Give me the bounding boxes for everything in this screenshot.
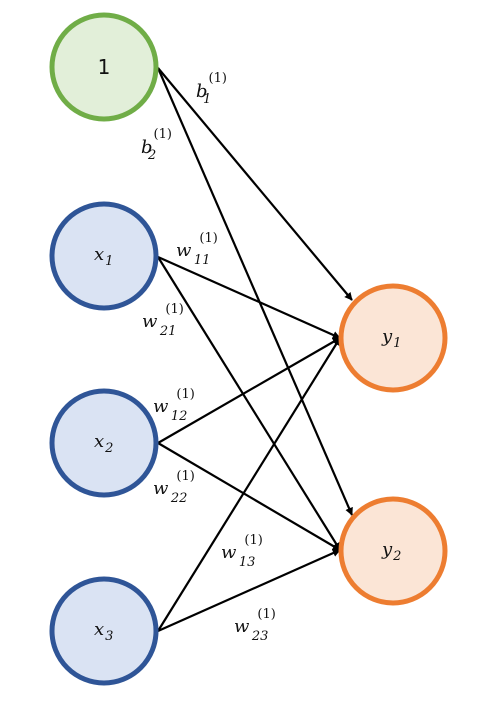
w22-sup: (1) [176,469,194,484]
x1-label: x1 [94,244,113,269]
input-node-x2: x2 [49,388,159,498]
b2-sub: 2 [147,148,156,163]
x1-sub: 1 [105,254,113,269]
input-node-x3: x3 [49,576,159,686]
x3-border [49,576,159,686]
w13-sub: 13 [239,555,256,570]
input-node-x1: x1 [49,201,159,311]
connections [156,67,354,633]
w13-main: w [221,542,237,563]
b2-main: b [141,137,153,158]
w23-main: w [234,616,250,637]
x3-main: x [94,619,104,640]
w23-sub: 23 [251,629,269,644]
y2-circle [341,499,445,603]
y1-border [338,283,448,393]
edge-bias-y2 [156,67,354,516]
edge-x3-y1 [157,337,341,632]
edge-x1-y1 [157,255,341,340]
x2-main: x [94,431,104,452]
label-b1: b(1) 1 [196,71,227,107]
x2-label: x2 [94,431,113,456]
x2-circle [52,391,156,495]
label-w23: w (1) 23 [234,607,276,644]
w22-sub: 22 [170,491,188,506]
x1-border [49,201,159,311]
x2-border [49,388,159,498]
w12-sub: 12 [171,409,188,424]
edge-x2-y1 [157,337,341,444]
y1-main: y [381,326,393,347]
w11-main: w [176,240,192,261]
label-w13: w (1) 13 [221,533,263,570]
w13-sup: (1) [244,533,262,548]
w21-sup: (1) [165,302,183,317]
bias-node: 1 [49,12,159,122]
y1-circle [341,286,445,390]
b1-sup: (1) [209,71,227,86]
y2-label: y2 [381,539,401,564]
x1-circle [52,204,156,308]
label-b2: b(1) 2 [141,127,172,163]
bias-circle [52,15,156,119]
x3-circle [52,579,156,683]
label-w12: w (1) 12 [153,387,195,424]
x1-main: x [94,244,104,265]
y1-sub: 1 [393,336,401,351]
y1-label: y1 [381,326,401,351]
w21-main: w [142,311,158,332]
edge-bias-y1 [157,67,353,301]
bias-label: 1 [98,55,111,79]
w11-sub: 11 [194,253,211,268]
x3-sub: 3 [105,629,113,644]
edge-x3-y2 [157,548,341,633]
output-node-y1: y1 [338,283,448,393]
label-w11: w (1) 11 [176,231,218,268]
edge-x2-y2 [157,442,341,551]
edge-labels: b(1)1 b(1)2 w(1)11 w(1)21 w(1)12 w(1)22 … [141,71,276,644]
b1-main: b [196,81,208,102]
w21-sub: 21 [159,324,177,339]
w12-sup: (1) [176,387,194,402]
w22-main: w [153,478,169,499]
y2-border [338,496,448,606]
y2-main: y [381,539,393,560]
output-node-y2: y2 [338,496,448,606]
label-w21: w (1) 21 [142,302,184,339]
label-w22: w (1) 22 [153,469,195,506]
b1-sub: 1 [203,92,211,107]
bias-border [49,12,159,122]
x2-sub: 2 [104,441,113,456]
edge-x1-y2 [157,256,341,551]
w11-sup: (1) [199,231,217,246]
w12-main: w [153,396,169,417]
y2-sub: 2 [392,549,401,564]
w23-sup: (1) [257,607,275,622]
b2-sup: (1) [154,127,172,142]
x3-label: x3 [94,619,113,644]
